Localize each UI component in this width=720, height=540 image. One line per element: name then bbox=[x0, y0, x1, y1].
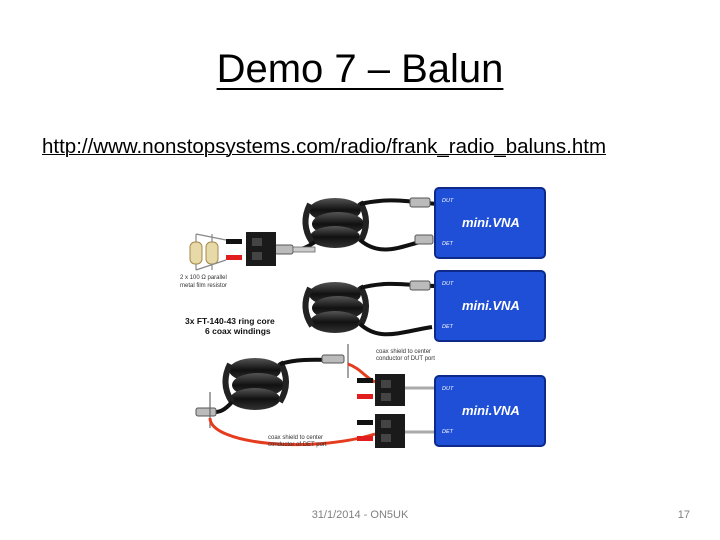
analyzer-2-port-dut: DUT bbox=[442, 281, 454, 287]
shield-note-bottom-line2: conductor of DET port bbox=[268, 442, 327, 448]
setup-middle: 3x FT-140-43 ring core 6 coax windings D… bbox=[185, 270, 546, 342]
terminal-block-upper bbox=[357, 374, 405, 406]
shield-note-top-line2: conductor of DUT port bbox=[376, 356, 435, 362]
analyzer-2-port-det: DET bbox=[442, 324, 454, 330]
ferrite-core-stack bbox=[302, 198, 369, 248]
source-link[interactable]: http://www.nonstopsystems.com/radio/fran… bbox=[42, 135, 607, 158]
core-note-line1: 3x FT-140-43 ring core bbox=[185, 316, 275, 326]
setup-top: 2 x 100 Ω parallel metal film resistor D… bbox=[180, 187, 546, 289]
shield-note-bottom-line1: coax shield to center bbox=[268, 435, 323, 441]
footer-text: 31/1/2014 - ON5UK bbox=[311, 509, 409, 521]
resistor-note-line2: metal film resistor bbox=[180, 283, 227, 289]
analyzer-1-label: mini.VNA bbox=[462, 215, 520, 230]
balun-diagram: 2 x 100 Ω parallel metal film resistor D… bbox=[180, 187, 546, 448]
page-number: 17 bbox=[677, 509, 690, 521]
core-note-line2: 6 coax windings bbox=[205, 326, 271, 336]
analyzer-3-label: mini.VNA bbox=[462, 403, 520, 418]
resistor-note-line1: 2 x 100 Ω parallel bbox=[180, 275, 227, 281]
analyzer-3-port-det: DET bbox=[442, 429, 454, 435]
analyzer-1-port-dut: DUT bbox=[442, 198, 454, 204]
terminal-block-lower bbox=[357, 414, 405, 448]
analyzer-2-label: mini.VNA bbox=[462, 298, 520, 313]
shield-note-top-line1: coax shield to center bbox=[376, 349, 431, 355]
ferrite-core-stack bbox=[222, 358, 289, 410]
analyzer-1: DUT DET mini.VNA bbox=[434, 187, 546, 259]
analyzer-2: DUT DET mini.VNA bbox=[434, 270, 546, 342]
slide-title: Demo 7 – Balun bbox=[216, 47, 504, 91]
analyzer-3: DUT DET mini.VNA bbox=[434, 375, 546, 447]
analyzer-3-port-dut: DUT bbox=[442, 386, 454, 392]
setup-bottom: coax shield to center conductor of DUT p… bbox=[195, 344, 546, 448]
terminal-block bbox=[226, 232, 276, 266]
resistor-pair bbox=[189, 233, 227, 271]
ferrite-core-stack bbox=[302, 282, 369, 333]
analyzer-1-port-det: DET bbox=[442, 241, 454, 247]
